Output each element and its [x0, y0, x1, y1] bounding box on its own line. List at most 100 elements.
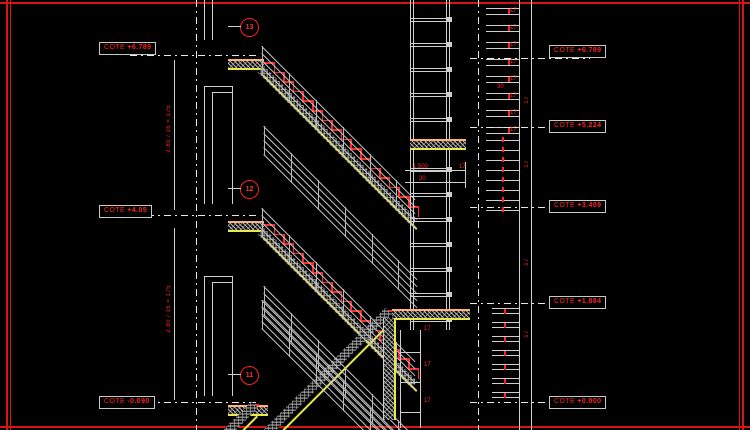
- railing-post-1-3: [315, 99, 317, 130]
- landing-slab-level2-bottom: [228, 230, 264, 232]
- right-tick-top-6: [486, 93, 520, 94]
- vertical-dimension-upper: 2.80 / 16 = 175: [166, 105, 172, 153]
- center-wall-node-8: [446, 192, 452, 197]
- cote-value: +6.789: [127, 44, 152, 51]
- right-tickmark-mid-5: [502, 177, 504, 182]
- center-wall-tie-9: [410, 218, 450, 219]
- cote-label: COTE: [104, 398, 126, 405]
- detail-bubble-leader-12: [228, 188, 241, 189]
- center-wall-face-right-inner: [446, 0, 447, 330]
- railing-rail-1-5: [261, 74, 416, 229]
- center-wall-tie-7: [410, 168, 450, 169]
- right-tickmark-top-1: [508, 9, 510, 14]
- centerline-horizontal-level-1: [130, 402, 260, 403]
- cote-tag-right-2[interactable]: COTE +5.224: [549, 120, 607, 133]
- bottom-wall-hatch: [384, 318, 394, 420]
- right-tick-bot-5: [492, 364, 520, 365]
- center-dim-label-3: 17: [459, 164, 466, 170]
- bottom-partition-tie-1: [400, 352, 420, 353]
- detail-bubble-13[interactable]: 13: [240, 18, 259, 37]
- right-centerline-level-1: [470, 402, 590, 403]
- center-wall-slab-hatch: [410, 140, 466, 148]
- right-tickmark-bot-3: [504, 337, 506, 342]
- center-wall-tie-7-b: [410, 171, 450, 172]
- cote-tag-left-2[interactable]: COTE +4.05: [99, 205, 153, 218]
- railing-post-4-3: [317, 179, 319, 210]
- center-dim-extension: [465, 162, 466, 188]
- right-tickmark-mid-3: [502, 157, 504, 162]
- center-wall-slab-bottom: [410, 148, 466, 150]
- wall-opening-lower-inner-right: [212, 282, 213, 396]
- cote-tag-left-1[interactable]: COTE +6.789: [99, 42, 157, 55]
- right-tick-bot-3-b: [492, 341, 520, 342]
- railing-post-1-6: [396, 180, 398, 211]
- railing-post-1-4: [342, 126, 344, 157]
- right-tick-top-7: [486, 110, 520, 111]
- bottom-landing-hatch: [392, 310, 470, 318]
- detail-bubble-12[interactable]: 12: [240, 180, 259, 199]
- wall-opening-lower-inner-top: [212, 282, 232, 283]
- right-tick-top-1: [486, 8, 520, 9]
- cote-label: COTE: [104, 207, 126, 214]
- detail-bubble-label: 12: [245, 186, 254, 193]
- cote-value: +0.000: [577, 398, 602, 405]
- center-wall-face-right: [449, 0, 450, 330]
- right-tick-bot-3: [492, 336, 520, 337]
- right-tick-label-top-1: 17: [510, 8, 517, 14]
- right-wall-dim-mid: 17: [524, 160, 530, 168]
- centerline-horizontal-level-3: [130, 55, 260, 56]
- stair-riser-2-16: [417, 368, 420, 380]
- railing-post-3-4: [342, 380, 344, 411]
- center-wall-tie-9-b: [410, 221, 450, 222]
- wall-opening-upper-outer-top: [204, 86, 232, 87]
- right-tick-top-2: [486, 25, 520, 26]
- detail-bubble-leader-13: [228, 26, 241, 27]
- railing-rail-1-2: [261, 53, 416, 208]
- landing-slab-level3-hatch: [228, 60, 264, 68]
- railing-post-4-2: [290, 152, 292, 183]
- right-tickmark-top-3: [508, 43, 510, 48]
- railing-rail-1-4: [261, 67, 416, 222]
- cote-tag-right-3[interactable]: COTE +3.409: [549, 200, 607, 213]
- cote-label: COTE: [554, 398, 576, 405]
- cote-tag-left-3[interactable]: COTE -0.090: [99, 396, 155, 409]
- stair-riser-1-16: [417, 206, 420, 218]
- center-wall-tie-1-b: [410, 21, 450, 22]
- center-wall-node-9: [446, 217, 452, 222]
- wall-opening-lower-outer-top: [204, 276, 232, 277]
- center-wall-node-12: [446, 292, 452, 297]
- right-tick-label-top-8: 17: [510, 127, 517, 133]
- cote-label: COTE: [554, 122, 576, 129]
- cote-tag-right-5[interactable]: COTE +0.000: [549, 396, 607, 409]
- right-wall-dim-upper: 17: [524, 96, 530, 104]
- wall-stub-top-left: [204, 0, 205, 40]
- cote-value: +5.224: [577, 122, 602, 129]
- center-wall-node-13: [446, 317, 452, 322]
- center-wall-node-2: [446, 42, 452, 47]
- center-wall-node-7: [446, 167, 452, 172]
- right-tick-label-top-2: 17: [510, 25, 517, 31]
- cote-tag-right-4[interactable]: COTE +1.884: [549, 296, 607, 309]
- right-tickmark-mid-8: [502, 207, 504, 212]
- right-tick-bot-4-b: [492, 355, 520, 356]
- wall-opening-upper-inner-right: [212, 92, 213, 204]
- right-tick-top-5: [486, 76, 520, 77]
- right-centerline-level-3: [470, 58, 590, 59]
- dimension-line-lower: [174, 228, 175, 400]
- center-wall-tie-4: [410, 93, 450, 94]
- center-dim-label-2: 30: [419, 176, 426, 182]
- railing-post-1-1: [262, 46, 263, 76]
- right-tick-bot-4: [492, 350, 520, 351]
- cote-tag-right-1[interactable]: COTE +6.789: [549, 45, 607, 58]
- detail-bubble-11[interactable]: 11: [240, 366, 259, 385]
- right-tick-bot-1: [492, 308, 520, 309]
- bottom-wall-edge-left: [383, 318, 384, 420]
- railing-post-1-5: [369, 153, 371, 184]
- right-tick-label-top-3: 17: [510, 42, 517, 48]
- center-wall-tie-2: [410, 43, 450, 44]
- center-wall-tie-4-b: [410, 96, 450, 97]
- center-wall-node-4: [446, 92, 452, 97]
- center-wall-tie-2-b: [410, 46, 450, 47]
- right-wall-line-b: [531, 0, 532, 430]
- cote-value: +6.789: [577, 47, 602, 54]
